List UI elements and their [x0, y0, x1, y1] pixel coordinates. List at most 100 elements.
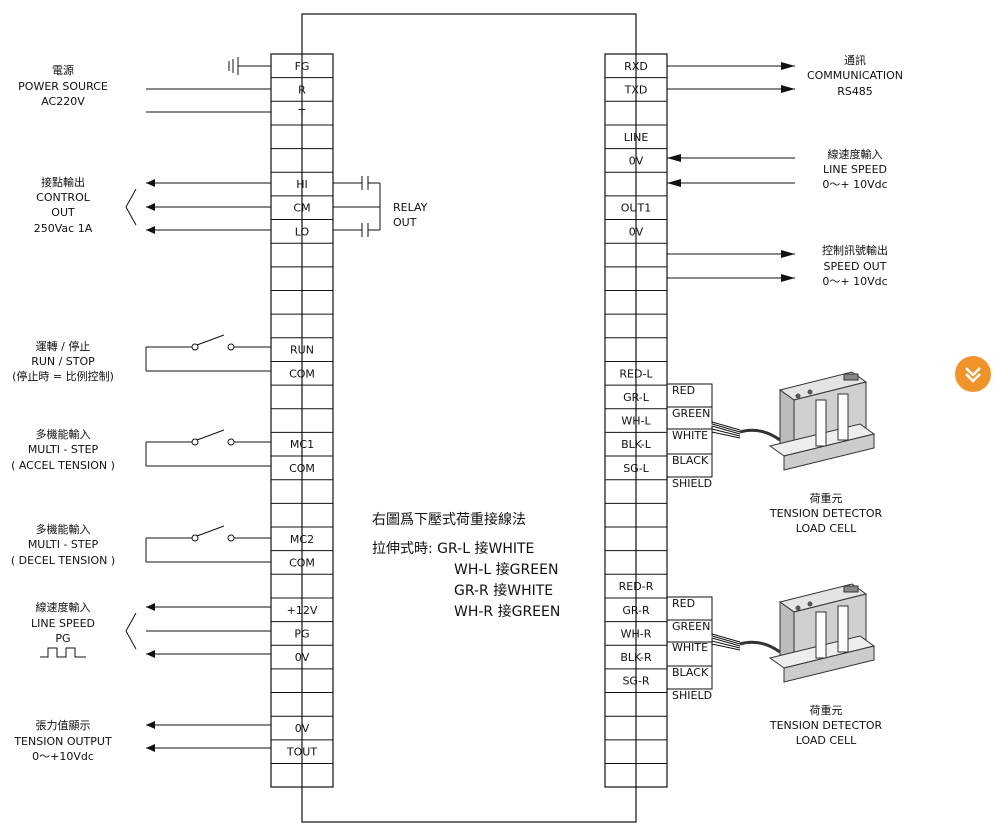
power-label-en: POWER SOURCE [18, 80, 108, 93]
right-terminal-label: GR-R [622, 604, 650, 617]
lc-label-en: TENSION DETECTOR [769, 719, 883, 732]
left-terminal-label: HI [296, 178, 308, 191]
bracket-icon [125, 188, 137, 226]
wire-green-l: GREEN [672, 407, 710, 420]
load-cell-r-wiring: RED GREEN WHITE BLACK SHIELD [666, 596, 741, 702]
right-terminal-label: OUT1 [621, 202, 651, 215]
line-speed-in-group: 線速度輸入 LINE SPEED 0〜+ 10Vdc [667, 147, 888, 191]
comm-label-zh: 通訊 [844, 53, 866, 67]
power-label-volt: AC220V [41, 95, 85, 108]
controller-body [301, 13, 637, 823]
left-terminal-label: MC2 [290, 533, 314, 546]
right-terminal-rows: RXDTXDLINE0VOUT10VRED-LGR-LWH-LBLK-LSG-L… [605, 60, 667, 764]
scroll-down-button[interactable] [955, 356, 991, 392]
control-label-zh: 接點輸出 [41, 175, 85, 189]
wire-black-r: BLACK [672, 666, 709, 679]
left-terminal-label: +12V [287, 604, 318, 617]
load-cell-l-wiring: RED GREEN WHITE BLACK SHIELD [666, 383, 741, 490]
right-terminal-label: LINE [624, 131, 649, 144]
left-terminal-label: LO [295, 225, 310, 238]
control-label-en: CONTROL [36, 191, 91, 204]
decel-group: 多機能輸入 MULTI - STEP ( DECEL TENSION ) [11, 522, 271, 567]
left-terminal-label: COM [289, 556, 315, 569]
tension-output-group: 張力值顯示 TENSION OUTPUT 0〜+10Vdc [13, 719, 271, 763]
lc-label-en: TENSION DETECTOR [769, 507, 883, 520]
right-terminal-label: RXD [624, 60, 648, 73]
lc-label-type: LOAD CELL [796, 522, 857, 535]
pg-label-en: LINE SPEED [31, 617, 95, 630]
right-terminal-label: BLK-L [621, 438, 652, 451]
right-terminal-label: SG-R [622, 675, 649, 688]
wire-red-l: RED [672, 384, 695, 397]
note-line-2: WH-L 接GREEN [454, 561, 558, 578]
note-title: 右圖爲下壓式荷重接線法 [372, 511, 526, 528]
right-terminal-label: 0V [629, 154, 644, 167]
left-terminal-label: COM [289, 462, 315, 475]
accel-label-note: ( ACCEL TENSION ) [11, 459, 115, 472]
pg-label-zh: 線速度輸入 [36, 600, 91, 614]
left-terminal-label: FG [295, 60, 310, 73]
so-label-en: SPEED OUT [824, 260, 887, 273]
right-terminal-label: SG-L [623, 462, 649, 475]
power-label-zh: 電源 [52, 63, 74, 77]
right-terminal-label: 0V [629, 225, 644, 238]
run-label-note: (停止時 = 比例控制) [12, 369, 114, 383]
left-terminal-label: R [298, 83, 306, 96]
wire-red-r: RED [672, 597, 695, 610]
left-terminal-label: PG [294, 627, 309, 640]
line-speed-pg-group: 線速度輸入 LINE SPEED PG [31, 600, 271, 658]
accel-label-en: MULTI - STEP [28, 443, 99, 456]
relay-label: RELAY [393, 201, 428, 214]
left-terminal-label: T [298, 107, 306, 120]
control-out-group: 接點輸出 CONTROL OUT 250Vac 1A RELAY OUT [34, 175, 428, 237]
so-label-zh: 控制訊號輸出 [822, 243, 888, 257]
lc-label-zh: 荷重元 [810, 491, 843, 505]
decel-label-en: MULTI - STEP [28, 538, 99, 551]
note-line-1: 拉伸式時: GR-L 接WHITE [372, 540, 534, 557]
left-terminal-strip [270, 53, 334, 788]
pulse-wave-icon [40, 647, 86, 658]
comm-group: 通訊 COMMUNICATION RS485 [667, 53, 903, 98]
run-label-en: RUN / STOP [31, 355, 95, 368]
wire-shield-l: SHIELD [672, 477, 712, 490]
pg-label-pg: PG [55, 632, 70, 645]
run-stop-group: 運轉 / 停止 RUN / STOP (停止時 = 比例控制) [12, 334, 271, 383]
ls-label-en: LINE SPEED [823, 163, 887, 176]
tout-label-en: TENSION OUTPUT [13, 735, 112, 748]
left-terminal-label: 0V [295, 722, 310, 735]
wire-black-l: BLACK [672, 454, 709, 467]
load-cell-r-label: 荷重元 TENSION DETECTOR LOAD CELL [769, 703, 883, 747]
right-terminal-label: WH-R [621, 627, 652, 640]
left-terminal-label: CM [293, 202, 310, 215]
ls-label-range: 0〜+ 10Vdc [822, 178, 887, 191]
left-terminal-label: 0V [295, 651, 310, 664]
load-cell-icon [739, 583, 876, 683]
load-cell-icon [739, 371, 876, 471]
accel-group: 多機能輸入 MULTI - STEP ( ACCEL TENSION ) [11, 427, 271, 472]
right-terminal-label: RED-R [619, 580, 654, 593]
lc-label-type: LOAD CELL [796, 734, 857, 747]
control-label-out: OUT [51, 206, 75, 219]
left-terminal-rows: FGRTHICMLORUNCOMMC1COMMC2COM+12VPG0V0VTO… [271, 60, 333, 764]
wire-white-r: WHITE [672, 641, 708, 654]
note-line-3: GR-R 接WHITE [454, 582, 553, 599]
right-terminal-label: GR-L [623, 391, 650, 404]
run-label-zh: 運轉 / 停止 [36, 339, 91, 353]
right-terminal-label: TXD [624, 83, 648, 96]
comm-label-en: COMMUNICATION [807, 69, 903, 82]
ground-symbol-icon [228, 57, 239, 75]
decel-label-note: ( DECEL TENSION ) [11, 554, 115, 567]
so-label-range: 0〜+ 10Vdc [822, 275, 887, 288]
wire-green-r: GREEN [672, 620, 710, 633]
comm-label-protocol: RS485 [837, 85, 873, 98]
control-label-rating: 250Vac 1A [34, 222, 93, 235]
right-terminal-label: RED-L [619, 367, 653, 380]
left-terminal-label: RUN [290, 344, 314, 357]
bracket-icon [125, 612, 137, 650]
right-terminal-strip [604, 53, 668, 788]
power-group: 電源 POWER SOURCE AC220V [18, 57, 271, 113]
relay-label-out: OUT [393, 216, 417, 229]
left-terminal-label: TOUT [286, 746, 317, 759]
right-terminal-label: BLK-R [620, 651, 652, 664]
